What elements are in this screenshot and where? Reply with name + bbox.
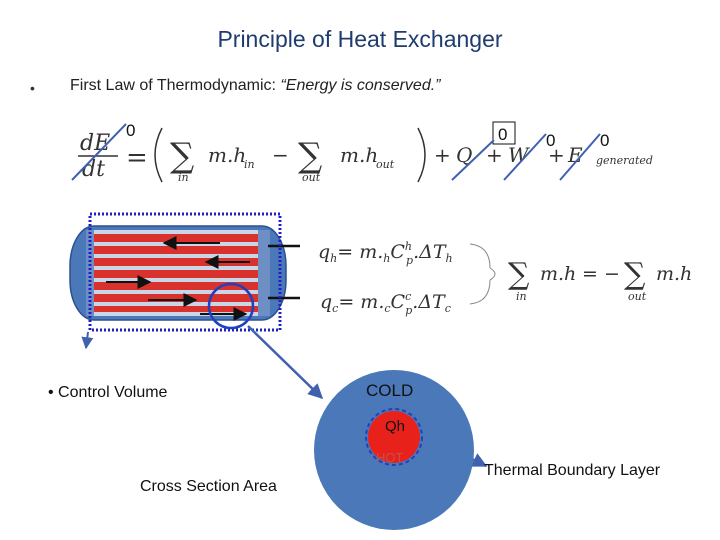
zero-1: 0 [126,121,135,140]
svg-text:+: + [434,143,451,167]
qh-label: Qh [385,418,406,435]
eq-dt: dt [82,157,105,182]
eq-m-out: m.h [340,143,378,167]
svg-text:out: out [628,290,647,303]
svg-text:+: + [486,143,503,167]
brace [469,243,496,305]
energy-equation: dE dt = ∑ in m.h in − ∑ out m.h out + Q … [78,127,653,184]
svg-text:m.h: m.h [540,263,576,285]
eq-sum-in-label: in [178,171,189,184]
zero-4: 0 [600,131,609,150]
eq-m-in: m.h [208,143,246,167]
eq-sum-out: ∑ [298,136,322,176]
eq-dE: dE [80,131,110,156]
control-volume-box [88,212,282,332]
zoom-circle [207,282,255,330]
eq-sum-out-label: out [302,171,321,184]
eq-equals: = [126,143,148,173]
eq-W: W [508,143,530,167]
zero-3: 0 [546,131,555,150]
control-volume-label: • Control Volume [48,384,168,401]
tube-5 [90,282,260,290]
svg-text:m.h: m.h [656,263,692,285]
cross-section-area-label: Cross Section Area [140,478,277,495]
svg-text:= −: = − [582,263,620,285]
bullet-marker: • [30,80,35,96]
page-title: Principle of Heat Exchanger [217,26,503,52]
svg-text:in: in [516,290,527,303]
tube-4 [90,270,260,278]
heat-exchanger [69,212,300,332]
tube-1 [90,234,260,242]
first-law-quote: “Energy is conserved.” [280,77,441,94]
tube-7 [90,306,260,312]
header-right [258,230,270,316]
zoom-arrow [247,325,324,400]
zero-2: 0 [498,125,507,144]
eq-Q: Q [456,143,472,167]
thermal-boundary-layer-label: Thermal Boundary Layer [484,462,661,479]
eq-sum-in: ∑ [170,136,194,176]
eq-E: E [567,143,583,167]
eq-out-sub: out [376,158,395,171]
first-law-text: First Law of Thermodynamic: “Energy is c… [70,77,441,95]
svg-text:∑: ∑ [624,257,646,292]
zero-markers: 0 0 0 0 [71,121,609,181]
hot-label: HOT [376,450,404,465]
svg-text:+: + [548,143,565,167]
eq-generated: generated [596,154,653,167]
thermal-boundary-ring [365,408,423,466]
svg-text:∑: ∑ [508,257,530,292]
tube-2 [90,246,260,254]
eq-in-sub: in [244,158,255,171]
cold-label: COLD [366,381,414,400]
hot-core [368,411,420,463]
first-law-label: First Law of Thermodynamic: [70,77,281,94]
balance-equation: ∑ in m.h = − ∑ out m.h [508,257,692,303]
tube-6 [90,294,260,302]
cross-section [314,370,474,530]
cv-arrow [81,331,94,350]
svg-text:−: − [272,143,289,167]
tube-3 [90,258,260,266]
